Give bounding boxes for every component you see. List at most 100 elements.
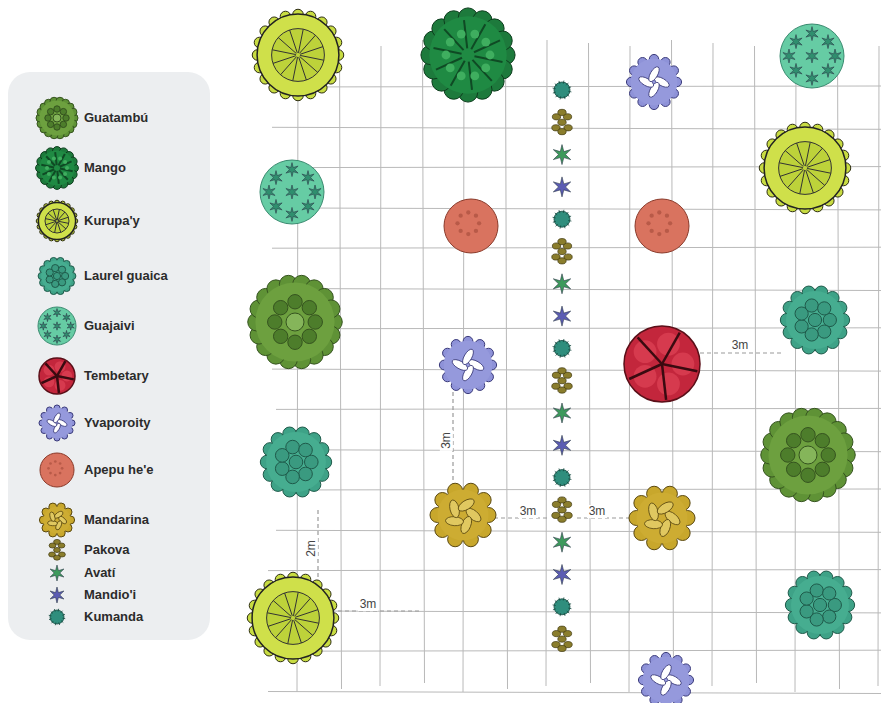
plant-shape (39, 358, 75, 394)
plant-shape (260, 160, 324, 224)
plant-shape (273, 300, 287, 314)
plant-shape (631, 59, 678, 106)
plant-shape (553, 403, 570, 423)
plant-shape (657, 210, 661, 214)
plant-shape (308, 315, 322, 329)
plant-shape (44, 330, 51, 338)
plant-shape (59, 462, 62, 465)
plant-shape (466, 232, 470, 236)
mango-symbol (36, 147, 79, 190)
plant-stroke (294, 598, 310, 616)
plant-stroke (807, 169, 825, 185)
plant-stroke (563, 210, 565, 213)
plant-shape (553, 435, 570, 455)
plant-shape (665, 229, 669, 233)
legend-label: Apepu he'e (84, 462, 154, 478)
plant-shape (806, 49, 818, 63)
plant-shape (286, 313, 304, 331)
plant-shape (288, 295, 302, 309)
plant-shape (553, 565, 570, 585)
laurel-symbol (260, 427, 331, 497)
plant-stroke (662, 364, 697, 371)
plant-stroke (559, 339, 560, 342)
plant-stroke (58, 217, 68, 220)
plant-shape (41, 260, 73, 292)
grid-line (878, 46, 879, 686)
plant-shape (558, 387, 566, 393)
legend-label: Guajaivi (84, 318, 135, 334)
kumanda-symbol (553, 81, 572, 100)
plant-shape (53, 272, 60, 279)
mandarina-symbol (629, 486, 695, 550)
plant-shape (429, 16, 506, 93)
plant-stroke (58, 622, 60, 625)
plant-stroke (564, 484, 565, 487)
plant-shape (53, 309, 60, 317)
laurel-symbol (38, 257, 76, 294)
plant-stroke (567, 223, 569, 225)
plant-shape (554, 599, 570, 615)
plant-shape (786, 433, 800, 447)
plant-shape (813, 598, 826, 611)
plant-stroke (568, 91, 571, 93)
plant-stroke (559, 598, 560, 601)
dimension-label: 3m (730, 339, 751, 352)
plant-shape (54, 539, 61, 544)
legend-label: Mandarina (84, 512, 149, 528)
plant-stroke (568, 475, 571, 476)
plant-shape (558, 119, 566, 125)
plant-shape (63, 330, 70, 338)
avati-symbol (553, 274, 570, 294)
pakova-symbol (552, 239, 572, 264)
mandioi-symbol (553, 306, 570, 326)
plant-stroke (556, 353, 558, 355)
guajaivi-symbol (780, 24, 844, 88)
plant-stroke (559, 81, 560, 84)
guajaivi-symbol (38, 307, 76, 345)
legend-label: Kurupa'y (84, 213, 140, 229)
plant-shape (481, 64, 490, 73)
plant-stroke (553, 88, 556, 90)
plant-shape (54, 106, 60, 112)
plant-stroke (46, 221, 56, 224)
plant-shape (806, 71, 818, 85)
plant-stroke (49, 618, 52, 620)
plant-stroke (553, 609, 556, 610)
plant-shape (50, 565, 64, 581)
mandarina-symbol (430, 483, 496, 547)
grid-line (423, 40, 425, 683)
plant-stroke (278, 38, 296, 54)
mango-symbol (421, 8, 515, 102)
plant-shape (558, 129, 566, 135)
dimension-label: 2m (304, 538, 317, 559)
plant-shape (823, 610, 836, 623)
plant-shape (263, 185, 275, 199)
dimension-lines (318, 353, 784, 611)
plant-shape (672, 353, 695, 376)
plant-shape (554, 470, 570, 486)
plant-stroke (553, 92, 556, 93)
plant-shape (474, 229, 478, 233)
plant-shape (486, 51, 495, 60)
plant-shape (805, 299, 818, 312)
plant-shape (268, 315, 282, 329)
plant-shape (275, 462, 289, 476)
pakova-symbol (552, 497, 572, 522)
plant-shape (61, 467, 64, 470)
plant-stroke (300, 47, 323, 55)
plant-stroke (41, 376, 57, 383)
plant-shape (54, 460, 57, 463)
guatambu-symbol (36, 97, 78, 138)
kumanda-symbol (49, 609, 65, 625)
plant-shape (558, 109, 566, 115)
plant-shape (273, 329, 287, 343)
plant-shape (786, 462, 800, 476)
plant-stroke (61, 621, 63, 623)
plant-shape (39, 150, 74, 185)
plant-shape (50, 587, 64, 603)
plant-stroke (45, 363, 57, 376)
plant-shape (650, 214, 654, 218)
plant-shape (558, 248, 566, 254)
plant-stroke (568, 220, 571, 222)
laurel-symbol (785, 571, 854, 639)
